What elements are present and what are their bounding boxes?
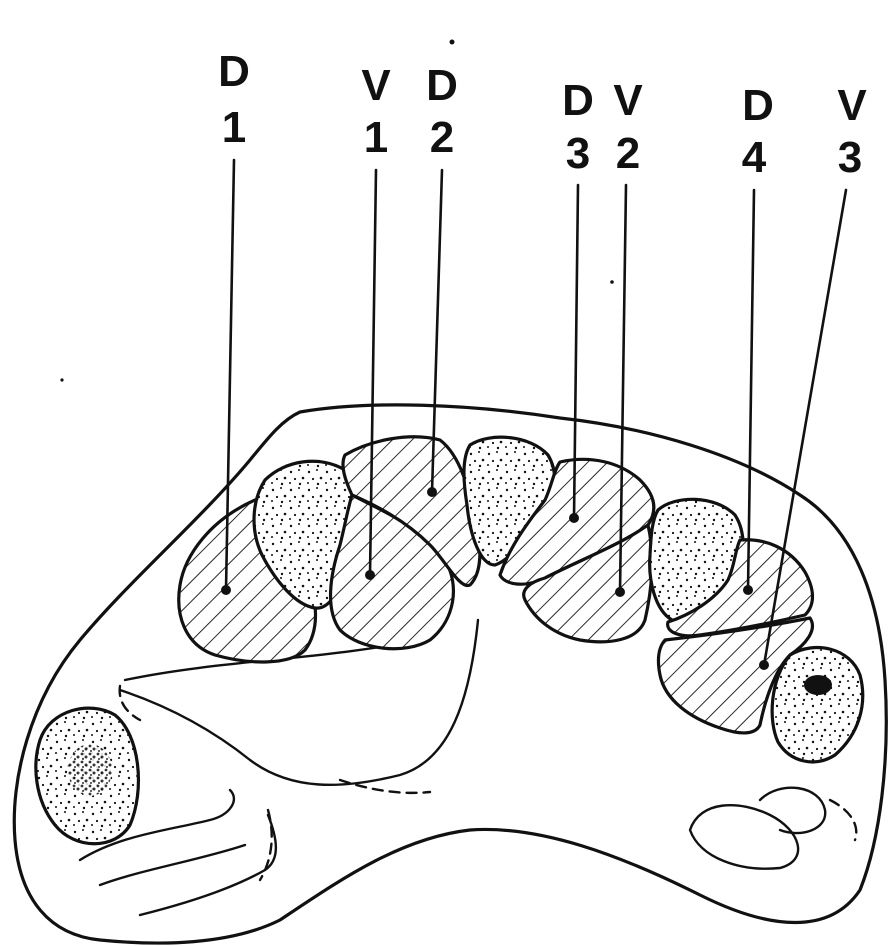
speck-mark [450,40,455,45]
fold-right-2 [760,788,825,833]
label-v1-letter: V [361,61,391,110]
label-d3-letter: D [562,76,594,125]
label-d4-letter: D [742,81,774,130]
speck-mark [610,280,614,284]
leader-d4 [748,190,754,590]
label-d3-number: 3 [566,129,590,178]
label-d2-number: 2 [430,113,454,162]
label-v3-number: 3 [838,133,862,182]
leader-d4-tip [743,585,753,595]
callout-d2: D 2 [426,61,458,497]
leader-d1-tip [221,585,231,595]
label-v1-number: 1 [364,113,388,162]
label-d1-letter: D [218,47,250,96]
label-d2-letter: D [426,61,458,110]
label-d4-number: 4 [742,133,767,182]
callout-d4: D 4 [742,81,774,595]
fold-right-1 [690,805,798,869]
label-v2-letter: V [613,76,643,125]
leader-v2-tip [615,587,625,597]
leader-v3-tip [759,660,769,670]
speck-mark [60,378,63,381]
leader-d3-tip [569,513,579,523]
bone-4 [772,648,863,762]
callout-d3: D 3 [562,76,594,523]
fold-left-2 [100,845,245,885]
left-bone-core [68,744,112,796]
fold-left-dashed [260,810,272,880]
fold-right-dashed [830,800,856,840]
leader-d2-tip [427,487,437,497]
bone-4-core [804,675,832,695]
label-v2-number: 2 [616,129,640,178]
label-v3-letter: V [837,81,867,130]
inner-dashed-right [340,780,430,793]
leader-v1-tip [365,570,375,580]
label-d1-number: 1 [222,103,246,152]
